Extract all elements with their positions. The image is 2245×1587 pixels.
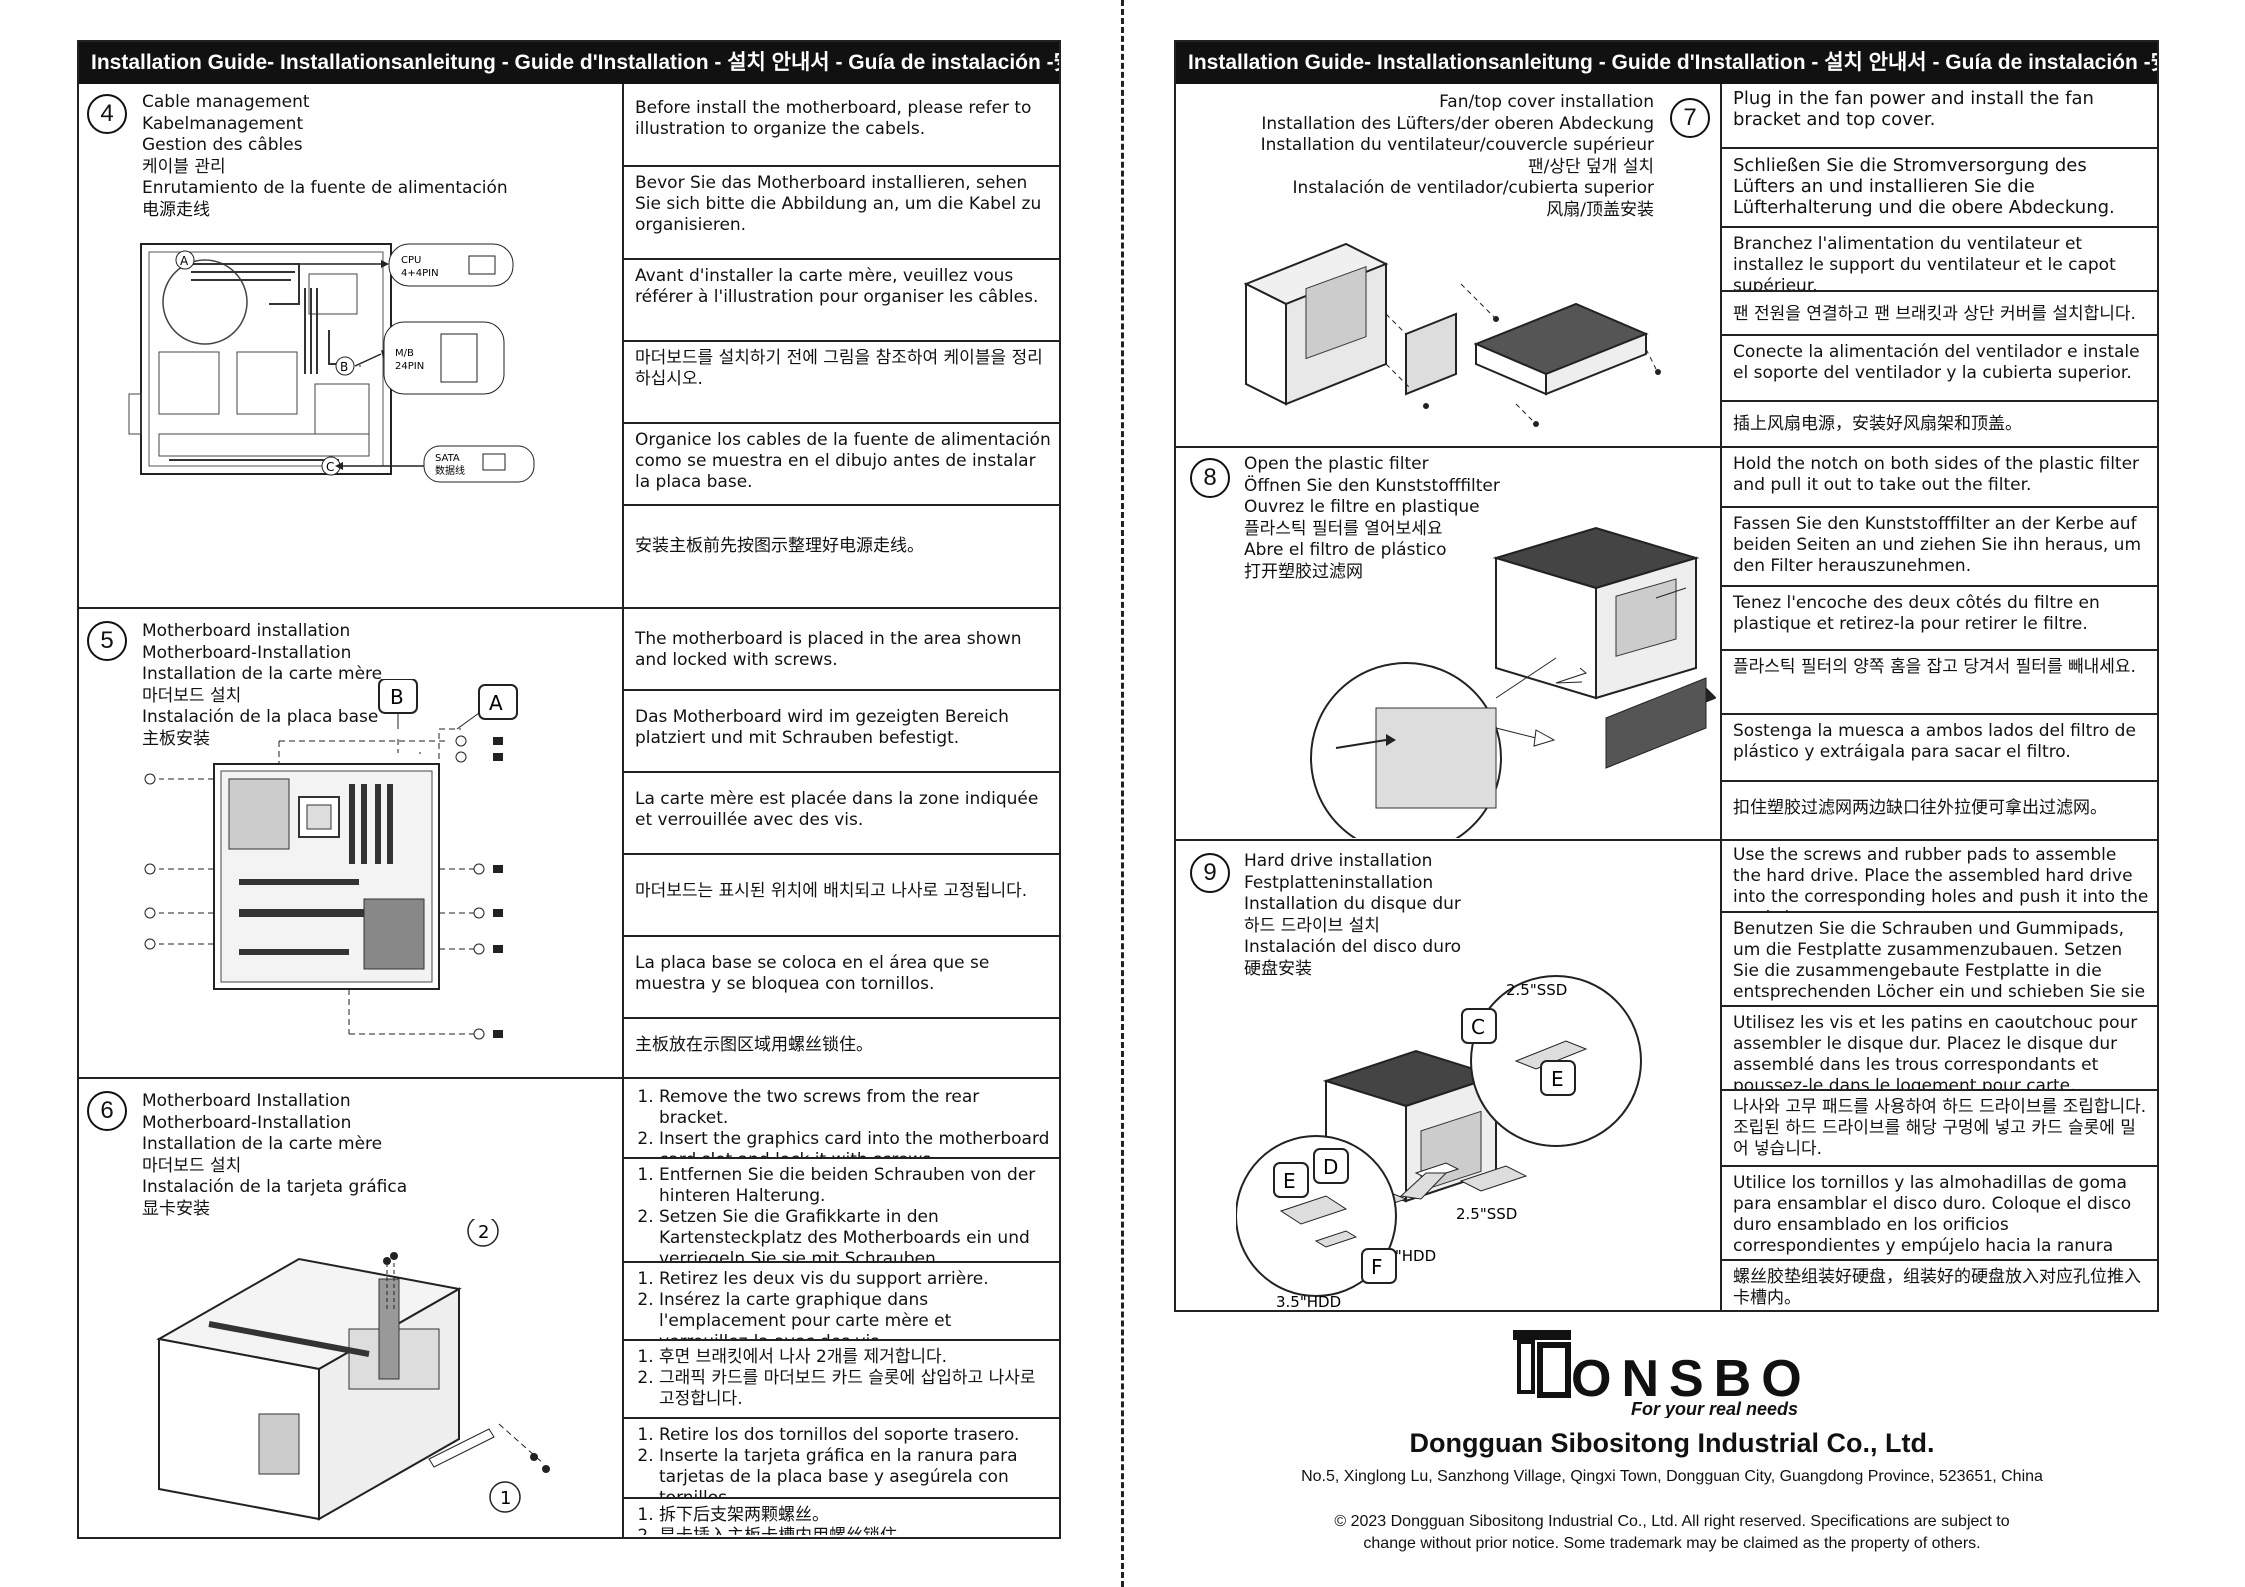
- step-titles: Hard drive installation Festplatteninsta…: [1244, 851, 1461, 979]
- fold-line: [1121, 0, 1124, 1587]
- header-bar-left: Installation Guide- Installationsanleitu…: [79, 42, 1059, 84]
- text-es: La placa base se coloca en el área que s…: [624, 937, 1059, 1019]
- logo-wordmark: ONSBO: [1571, 1350, 1812, 1408]
- label-b: B: [340, 360, 348, 374]
- section-5-motherboard-installation: 5 Motherboard installation Motherboard-I…: [79, 609, 1059, 1079]
- step-number: 4: [87, 94, 127, 134]
- text-ko: 플라스틱 필터의 양쪽 홈을 잡고 당겨서 필터를 빼내세요.: [1722, 651, 2157, 715]
- text-es: Retire los dos tornillos del soporte tra…: [624, 1419, 1059, 1499]
- section-4-cable-management: 4 Cable management Kabelmanagement Gesti…: [79, 84, 1059, 609]
- label-d: D: [1323, 1155, 1338, 1179]
- step-number: 9: [1190, 853, 1230, 893]
- text-fr: Tenez l'encoche des deux côtés du filtre…: [1722, 587, 2157, 651]
- text-ko: 후면 브래킷에서 나사 2개를 제거합니다.그래픽 카드를 마더보드 카드 슬롯…: [624, 1341, 1059, 1419]
- section-8-plastic-filter: 8 Open the plastic filter Öffnen Sie den…: [1176, 448, 2157, 841]
- text-de: Entfernen Sie die beiden Schrauben von d…: [624, 1159, 1059, 1263]
- step-number: 6: [87, 1091, 127, 1131]
- hdd-bottom-label: 3.5"HDD: [1276, 1293, 1341, 1311]
- sata-cable-label: 数据线: [435, 464, 465, 477]
- text-zh: 扣住塑胶过滤网两边缺口往外拉便可拿出过滤网。: [1733, 798, 2107, 818]
- text-es: Sostenga la muesca a ambos lados del fil…: [1722, 715, 2157, 782]
- text-de: Das Motherboard wird im gezeigten Bereic…: [624, 691, 1059, 773]
- text-de: Bevor Sie das Motherboard installieren, …: [624, 167, 1059, 260]
- hard-drive-diagram: C E 2.5"SSD 2.5"SSD 3.5"HDD E D F 3.5: [1236, 975, 1642, 1311]
- label-c: C: [326, 460, 334, 474]
- sata-label: SATA: [435, 453, 460, 464]
- step-titles: Open the plastic filter Öffnen Sie den K…: [1244, 454, 1500, 582]
- motherboard-screws-diagram: B A: [144, 679, 518, 1040]
- text-ko: 팬 전원을 연결하고 팬 브래킷과 상단 커버를 설치합니다.: [1722, 292, 2157, 336]
- label-f: F: [1371, 1255, 1383, 1279]
- text-de: Fassen Sie den Kunststofffilter an der K…: [1722, 508, 2157, 587]
- graphics-card-diagram: 1 2: [156, 1219, 550, 1521]
- section-7-fan-top-cover: Fan/top cover installation Installation …: [1176, 84, 2157, 448]
- step-2-marker: 2: [478, 1222, 489, 1243]
- text-zh: 主板放在示图区域用螺丝锁住。: [635, 1035, 873, 1055]
- cpu-label: CPU: [401, 255, 421, 266]
- text-en: Use the screws and rubber pads to assemb…: [1722, 841, 2157, 913]
- header-bar-right: Installation Guide- Installationsanleitu…: [1176, 42, 2157, 84]
- step-1-marker: 1: [500, 1488, 511, 1509]
- text-es: Organice los cables de la fuente de alim…: [624, 424, 1059, 506]
- text-en: The motherboard is placed in the area sh…: [624, 609, 1059, 691]
- label-e-left: E: [1283, 1169, 1296, 1193]
- text-en: Plug in the fan power and install the fa…: [1722, 84, 2157, 149]
- section-6-graphics-card: 6 Motherboard Installation Motherboard-I…: [79, 1079, 1059, 1537]
- text-zh: 螺丝胶垫组装好硬盘，组装好的硬盘放入对应孔位推入卡槽内。: [1733, 1267, 2141, 1308]
- left-page: Installation Guide- Installationsanleitu…: [77, 40, 1061, 1539]
- label-a: A: [489, 691, 503, 715]
- cpu-pin-label: 4+4PIN: [401, 268, 439, 279]
- step-number: 5: [87, 621, 127, 661]
- text-fr: La carte mère est placée dans la zone in…: [624, 773, 1059, 855]
- ssd-top-label: 2.5"SSD: [1506, 981, 1567, 999]
- copyright-line-1: © 2023 Dongguan Sibositong Industrial Co…: [1334, 1513, 2010, 1530]
- label-b: B: [390, 685, 404, 709]
- text-zh: 安装主板前先按图示整理好电源走线。: [635, 536, 924, 556]
- text-es: Utilice los tornillos y las almohadillas…: [1722, 1167, 2157, 1261]
- step-titles: Motherboard Installation Motherboard-Ins…: [142, 1091, 408, 1219]
- section-9-hard-drive: 9 Hard drive installation Festplattenins…: [1176, 841, 2157, 1311]
- label-a: A: [180, 254, 189, 268]
- text-fr: Utilisez les vis et les patins en caoutc…: [1722, 1007, 2157, 1091]
- step-titles: Fan/top cover installation Installation …: [1260, 92, 1654, 220]
- ssd-mid-label: 2.5"SSD: [1456, 1205, 1517, 1223]
- text-de: Schließen Sie die Stromversorgung des Lü…: [1722, 149, 2157, 228]
- text-de: Benutzen Sie die Schrauben und Gummipads…: [1722, 913, 2157, 1007]
- text-zh: 拆下后支架两颗螺丝。显卡插入主板卡槽内用螺丝锁住。: [624, 1499, 1059, 1535]
- text-fr: Avant d'installer la carte mère, veuille…: [624, 260, 1059, 342]
- text-ko: 마더보드는 표시된 위치에 배치되고 나사로 고정됩니다.: [624, 855, 1059, 937]
- company-name: Dongguan Sibositong Industrial Co., Ltd.: [1409, 1428, 1935, 1458]
- text-zh: 插上风扇电源，安装好风扇架和顶盖。: [1733, 414, 2022, 434]
- copyright-line-2: change without prior notice. Some tradem…: [1363, 1535, 1981, 1552]
- text-ko: 마더보드를 설치하기 전에 그림을 참조하여 케이블을 정리하십시오.: [624, 342, 1059, 424]
- label-e-top: E: [1551, 1067, 1564, 1091]
- cable-routing-diagram: A B C CPU 4+4PIN M/B 24PIN SATA: [128, 243, 535, 483]
- text-en: Before install the motherboard, please r…: [624, 84, 1059, 167]
- right-page: Installation Guide- Installationsanleitu…: [1174, 40, 2159, 1312]
- text-es: Conecte la alimentación del ventilador e…: [1722, 336, 2157, 402]
- filter-removal-diagram: [1310, 526, 1716, 838]
- text-en: Hold the notch on both sides of the plas…: [1722, 448, 2157, 508]
- mb-pin-label: 24PIN: [395, 361, 424, 372]
- step-number: 7: [1670, 98, 1710, 138]
- text-ko: 나사와 고무 패드를 사용하여 하드 드라이브를 조립합니다. 조립된 하드 드…: [1722, 1091, 2157, 1167]
- text-fr: Branchez l'alimentation du ventilateur e…: [1722, 228, 2157, 292]
- step-number: 8: [1190, 458, 1230, 498]
- jonsbo-logo: ONSBO For your real needs: [1513, 1330, 1812, 1418]
- mb-label: M/B: [395, 348, 414, 359]
- logo-tagline: For your real needs: [1631, 1399, 1798, 1418]
- text-en: Remove the two screws from the rear brac…: [624, 1079, 1059, 1159]
- label-c: C: [1471, 1015, 1485, 1039]
- company-address: No.5, Xinglong Lu, Sanzhong Village, Qin…: [1301, 1468, 2043, 1485]
- step-titles: Cable management Kabelmanagement Gestion…: [142, 92, 508, 220]
- step-titles: Motherboard installation Motherboard-Ins…: [142, 621, 383, 749]
- fan-cover-diagram: [1243, 242, 1661, 427]
- text-fr: Retirez les deux vis du support arrière.…: [624, 1263, 1059, 1341]
